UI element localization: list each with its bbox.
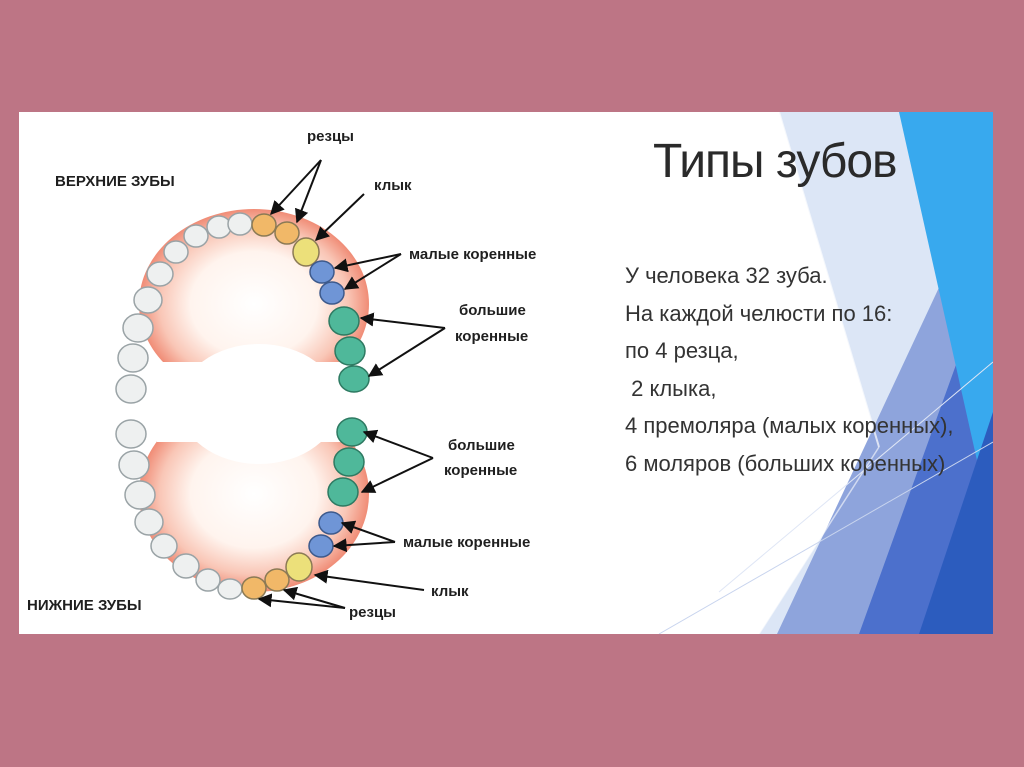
lower-molar-icon bbox=[333, 447, 365, 477]
tooth-icon bbox=[118, 450, 150, 480]
lower-molar-icon bbox=[336, 417, 368, 447]
slide-decoration bbox=[658, 112, 993, 634]
lower-premolar-icon bbox=[318, 511, 344, 535]
lower-incisors-label: резцы bbox=[349, 604, 396, 621]
upper-molars-label-2: коренные bbox=[455, 328, 528, 345]
upper-incisor-icon bbox=[274, 221, 300, 245]
slide-body: У человека 32 зуба. На каждой челюсти по… bbox=[625, 257, 954, 482]
tooth-icon bbox=[117, 343, 149, 373]
lower-molars-label-2: коренные bbox=[444, 462, 517, 479]
deco-cyan-panel bbox=[899, 112, 993, 532]
upper-premolars-label: малые коренные bbox=[409, 246, 536, 263]
tooth-icon bbox=[134, 508, 164, 536]
upper-incisor-icon bbox=[251, 213, 277, 237]
body-line: 2 клыка, bbox=[625, 375, 717, 401]
upper-premolar-icon bbox=[309, 260, 335, 284]
tooth-icon bbox=[183, 224, 209, 248]
lower-canine-icon bbox=[285, 552, 313, 582]
upper-jaw-label: ВЕРХНИЕ ЗУБЫ bbox=[55, 173, 175, 190]
deco-dark-panel bbox=[919, 412, 993, 634]
upper-premolars bbox=[309, 260, 345, 305]
lower-premolar-icon bbox=[308, 534, 334, 558]
lower-back-teeth bbox=[115, 419, 243, 600]
tooth-icon bbox=[115, 419, 147, 449]
lower-jaw-label: НИЖНИЕ ЗУБЫ bbox=[27, 597, 142, 614]
lower-incisor-icon bbox=[241, 576, 267, 600]
tooth-icon bbox=[124, 480, 156, 510]
body-line: У человека 32 зуба. bbox=[625, 263, 828, 288]
slide-title: Типы зубов bbox=[653, 135, 898, 188]
body-line: 6 моляров (больших коренных) bbox=[625, 450, 946, 476]
tooth-icon bbox=[217, 578, 243, 600]
upper-canine-icon bbox=[292, 237, 320, 267]
tooth-icon bbox=[172, 553, 200, 579]
upper-molars bbox=[328, 306, 370, 393]
upper-molar-icon bbox=[328, 306, 360, 336]
upper-incisors-label: резцы bbox=[307, 128, 354, 145]
upper-canine-label: клык bbox=[374, 177, 412, 194]
body-line: На каждой челюсти по 16: bbox=[625, 300, 893, 326]
jaw-diagram: ВЕРХНИЕ ЗУБЫ НИЖНИЕ ЗУБЫ резцы клык малы… bbox=[27, 128, 536, 621]
tooth-icon bbox=[163, 240, 189, 264]
tooth-icon bbox=[206, 215, 232, 239]
tooth-icon bbox=[115, 374, 147, 404]
lower-canine-label: клык bbox=[431, 583, 469, 600]
tooth-icon bbox=[122, 313, 154, 343]
lower-premolars-label: малые коренные bbox=[403, 534, 530, 551]
lower-molars bbox=[327, 417, 368, 507]
label-arrows bbox=[257, 159, 446, 609]
body-line: 4 премоляра (малых коренных), bbox=[625, 413, 954, 438]
upper-molars-label-1: большие bbox=[459, 302, 526, 319]
tooth-icon bbox=[227, 212, 253, 236]
lower-molars-label-1: большие bbox=[448, 437, 515, 454]
upper-front-teeth bbox=[251, 213, 320, 267]
upper-premolar-icon bbox=[319, 281, 345, 305]
tooth-icon bbox=[195, 568, 221, 592]
slide: ВЕРХНИЕ ЗУБЫ НИЖНИЕ ЗУБЫ резцы клык малы… bbox=[19, 112, 993, 634]
lower-front-teeth bbox=[241, 552, 313, 600]
lower-molar-icon bbox=[327, 477, 359, 507]
upper-back-teeth bbox=[115, 212, 253, 404]
lower-incisor-icon bbox=[264, 568, 290, 592]
tooth-icon bbox=[150, 533, 178, 559]
body-line: по 4 резца, bbox=[625, 338, 739, 363]
tooth-icon bbox=[146, 261, 174, 287]
tooth-icon bbox=[133, 286, 163, 314]
upper-molar-icon bbox=[334, 336, 366, 366]
upper-molar-icon bbox=[338, 365, 370, 393]
